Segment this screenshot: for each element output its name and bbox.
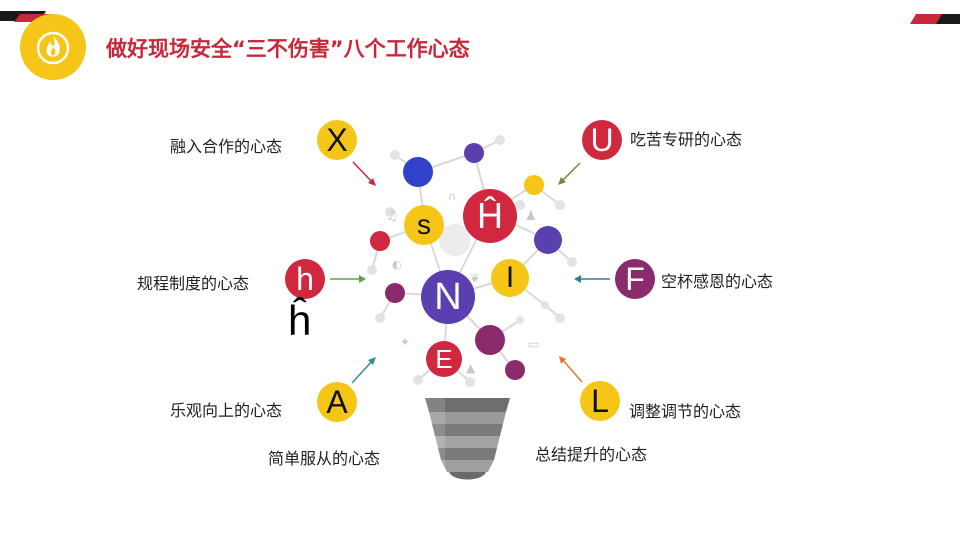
label-gratitude: 空杯感恩的心态 xyxy=(661,272,774,291)
letter-f-circle: F xyxy=(615,259,655,299)
letter-f: F xyxy=(625,261,645,297)
top-right-stripe xyxy=(910,14,960,24)
label-summary: 总结提升的心态 xyxy=(535,445,648,464)
letter-l: L xyxy=(591,383,609,419)
label-obedience: 简单服从的心态 xyxy=(268,449,381,468)
bulb-icon: ◐ xyxy=(392,258,402,271)
label-teamwork: 融入合作的心态 xyxy=(170,137,283,156)
plum-dot-small xyxy=(385,283,405,303)
flame-icon xyxy=(36,31,70,65)
plum-dot xyxy=(475,325,505,355)
puzzle-icon: ✦ xyxy=(400,335,410,349)
letter-h-hat-extra: ĥ xyxy=(288,297,312,344)
letter-u-circle: U xyxy=(582,120,622,160)
red-dot-small xyxy=(370,231,390,251)
letter-e: E xyxy=(435,344,453,374)
letter-x-circle: X xyxy=(317,120,357,160)
letter-e-circle: E xyxy=(426,341,462,377)
car-icon: ▭ xyxy=(528,337,539,351)
page-title: 做好现场安全“三不伤害”八个工作心态 xyxy=(106,37,470,61)
yellow-dot-small xyxy=(524,175,544,195)
headphone-icon: ∩ xyxy=(448,190,456,203)
letter-a: A xyxy=(326,384,348,420)
label-optimism: 乐观向上的心态 xyxy=(170,401,283,420)
letter-s-circle: s xyxy=(404,205,444,245)
letter-l-circle: L xyxy=(580,381,620,421)
letter-i: I xyxy=(505,261,515,294)
label-rules: 规程制度的心态 xyxy=(137,274,250,293)
letter-h: h xyxy=(296,261,314,297)
letter-s: s xyxy=(417,209,431,240)
label-adjustment: 调整调节的心态 xyxy=(629,402,742,421)
letter-h-circle: h xyxy=(285,259,325,299)
letter-a-circle: A xyxy=(317,382,357,422)
plum-dot-tiny xyxy=(505,360,525,380)
letter-h-hat-circle: Ĥ xyxy=(463,189,517,243)
letter-u: U xyxy=(590,122,614,158)
bulb-base xyxy=(425,398,510,480)
logo-badge xyxy=(20,14,86,80)
letter-n-circle: N xyxy=(421,270,475,324)
letter-n: N xyxy=(434,276,462,318)
tree-icon: ▲ xyxy=(466,361,476,375)
purple-dot xyxy=(534,226,562,254)
letter-h-hat: Ĥ xyxy=(477,195,503,236)
music-icon: ♫ xyxy=(386,209,398,224)
person-icon: ♟ xyxy=(525,209,537,224)
blue-dot xyxy=(403,157,433,187)
purple-dot-small xyxy=(464,143,484,163)
leaf-icon: ❦ xyxy=(470,271,480,285)
letter-i-circle: I xyxy=(491,259,529,297)
label-diligence: 吃苦专研的心态 xyxy=(630,130,743,149)
letter-x: X xyxy=(326,122,348,158)
